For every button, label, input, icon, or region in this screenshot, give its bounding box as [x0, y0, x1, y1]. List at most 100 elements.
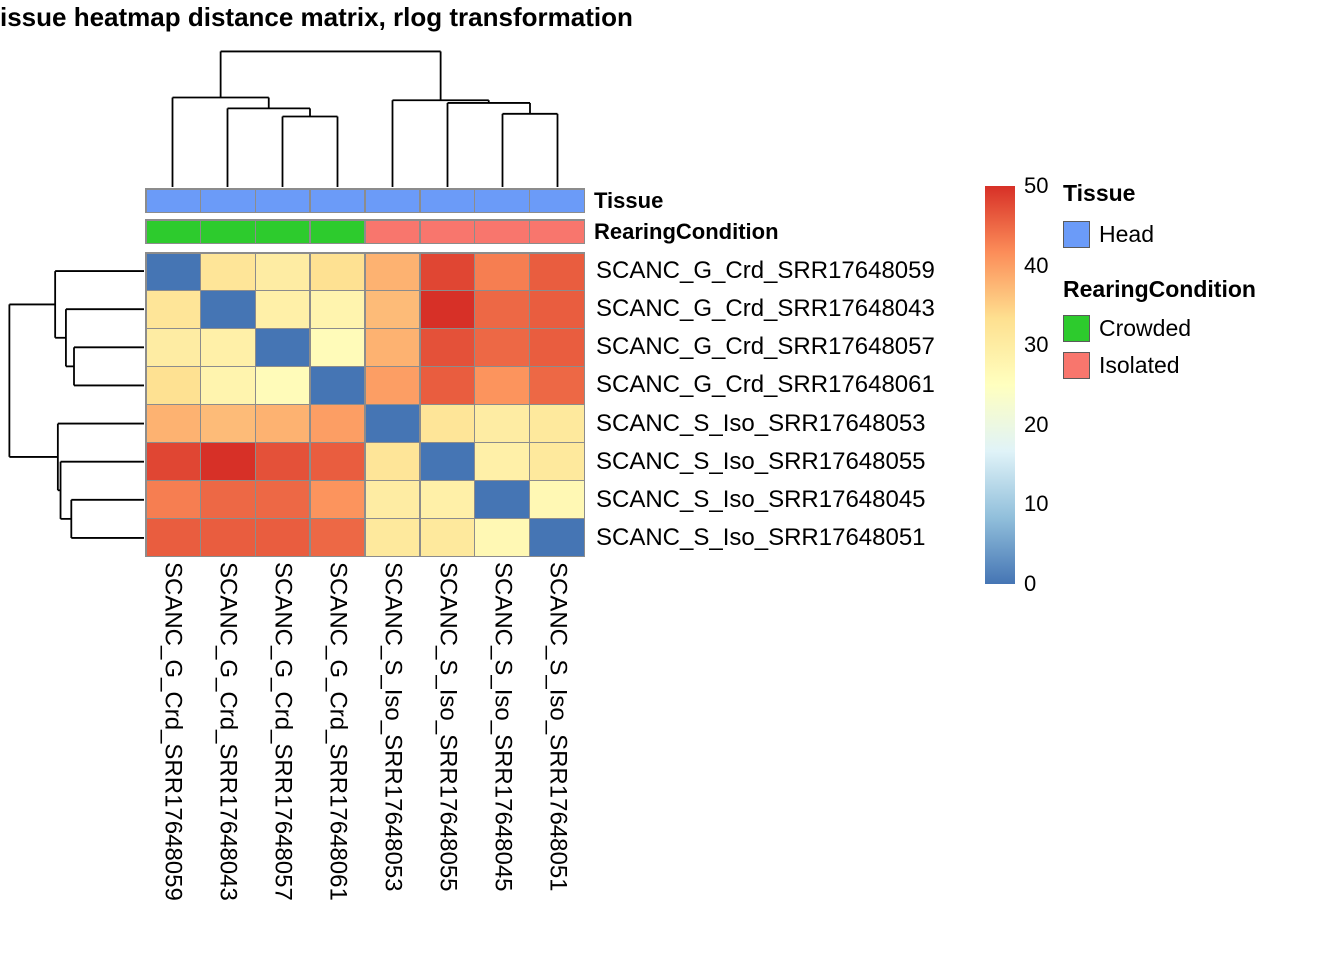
column-label: SCANC_S_Iso_SRR17648045	[489, 562, 517, 892]
heatmap-cell	[201, 291, 255, 328]
rearing-annotation-cell	[201, 220, 255, 243]
heatmap-cell	[256, 329, 310, 366]
row-label: SCANC_S_Iso_SRR17648053	[596, 409, 926, 437]
heatmap-cell	[146, 519, 200, 556]
heatmap-cell	[365, 443, 420, 480]
rearing-condition-annotation-label: RearingCondition	[594, 218, 779, 244]
column-label: SCANC_S_Iso_SRR17648055	[434, 562, 462, 892]
heatmap-cell	[530, 291, 584, 328]
heatmap-cell	[256, 291, 310, 328]
heatmap-cell	[146, 443, 200, 480]
heatmap-cell	[475, 481, 529, 518]
heatmap-cell	[256, 405, 310, 442]
tissue-annotation-cell	[146, 189, 200, 212]
row-label: SCANC_G_Crd_SRR17648043	[596, 295, 935, 323]
heatmap-cell	[475, 519, 529, 556]
heatmap-cell	[530, 443, 584, 480]
colorbar-tick-label: 0	[1024, 571, 1037, 596]
heatmap-cell	[420, 481, 474, 518]
colorbar	[985, 186, 1015, 584]
crowded-color-swatch	[1063, 314, 1090, 342]
heatmap-cell	[256, 481, 310, 518]
heatmap-cell	[201, 519, 255, 556]
column-label: SCANC_S_Iso_SRR17648053	[379, 562, 407, 892]
tissue-annotation-cell	[256, 189, 310, 212]
heatmap-cell	[310, 481, 365, 518]
heatmap-cell	[365, 253, 420, 290]
heatmap-cell	[530, 481, 584, 518]
heatmap-cell	[420, 405, 474, 442]
legend-item-isolated: Isolated	[1063, 351, 1180, 379]
heatmap-cell	[146, 291, 200, 328]
heatmap-cell	[146, 405, 200, 442]
heatmap-cell	[530, 367, 584, 404]
rearing-annotation-cell	[475, 220, 529, 243]
heatmap-cell	[201, 253, 255, 290]
heatmap-cell	[365, 519, 420, 556]
column-label: SCANC_G_Crd_SRR17648061	[324, 562, 352, 901]
legend-rearing-title: RearingCondition	[1063, 276, 1256, 302]
row-label: SCANC_G_Crd_SRR17648061	[596, 371, 935, 399]
heatmap-cell	[146, 329, 200, 366]
tissue-annotation-cell	[420, 189, 474, 212]
tissue-annotation-cell	[475, 189, 529, 212]
heatmap-cell	[310, 253, 365, 290]
tissue-annotation-cell	[530, 189, 584, 212]
heatmap-cell	[530, 519, 584, 556]
heatmap-cell	[475, 443, 529, 480]
column-label: SCANC_G_Crd_SRR17648057	[269, 562, 297, 901]
heatmap-cell	[420, 253, 474, 290]
heatmap-cell	[420, 291, 474, 328]
row-label: SCANC_S_Iso_SRR17648045	[596, 485, 926, 513]
heatmap-cell	[256, 367, 310, 404]
legend-tissue-title: Tissue	[1063, 180, 1136, 206]
legend-item-crowded: Crowded	[1063, 314, 1191, 342]
heatmap-cell	[530, 253, 584, 290]
heatmap-cell	[475, 253, 529, 290]
legend-item-label: Crowded	[1099, 314, 1192, 341]
column-label: SCANC_G_Crd_SRR17648043	[214, 562, 242, 901]
isolated-color-swatch	[1063, 351, 1090, 379]
column-label: SCANC_G_Crd_SRR17648059	[159, 562, 187, 901]
heatmap-cell	[310, 443, 365, 480]
heatmap-cell	[201, 405, 255, 442]
colorbar-tick-label: 10	[1024, 491, 1049, 517]
heatmap-cell	[256, 443, 310, 480]
colorbar-tick-label: 20	[1024, 411, 1049, 437]
row-label: SCANC_S_Iso_SRR17648055	[596, 447, 926, 475]
heatmap-cell	[146, 367, 200, 404]
heatmap-cell	[365, 291, 420, 328]
heatmap-cell	[256, 253, 310, 290]
legend-item-head: Head	[1063, 220, 1154, 248]
heatmap-cell	[310, 329, 365, 366]
heatmap-cell	[146, 253, 200, 290]
row-label: SCANC_G_Crd_SRR17648057	[596, 333, 935, 361]
row-dendrogram	[8, 270, 144, 539]
rearing-annotation-cell	[256, 220, 310, 243]
rearing-annotation-cell	[530, 220, 584, 243]
colorbar-tick-label: 30	[1024, 332, 1049, 358]
heatmap-cell	[420, 519, 474, 556]
tissue-annotation-cell	[365, 189, 420, 212]
heatmap-cell	[310, 405, 365, 442]
rearing-annotation-cell	[310, 220, 365, 243]
heatmap-cell	[365, 367, 420, 404]
heatmap-cell	[420, 367, 474, 404]
heatmap-cell	[365, 481, 420, 518]
rearing-annotation-cell	[420, 220, 474, 243]
heatmap-cell	[475, 405, 529, 442]
heatmap-cell	[310, 519, 365, 556]
column-label: SCANC_S_Iso_SRR17648051	[544, 562, 572, 892]
heatmap-cell	[530, 405, 584, 442]
tissue-annotation-cell	[310, 189, 365, 212]
column-dendrogram	[171, 50, 559, 187]
tissue-annotation-bar	[145, 188, 585, 213]
heatmap-cell	[475, 291, 529, 328]
colorbar-tick-label: 40	[1024, 252, 1049, 278]
heatmap-cell	[420, 329, 474, 366]
rearing-annotation-cell	[365, 220, 420, 243]
legend-item-label: Head	[1099, 220, 1154, 247]
heatmap-cell	[146, 481, 200, 518]
heatmap-cell	[201, 367, 255, 404]
heatmap-cell	[530, 329, 584, 366]
